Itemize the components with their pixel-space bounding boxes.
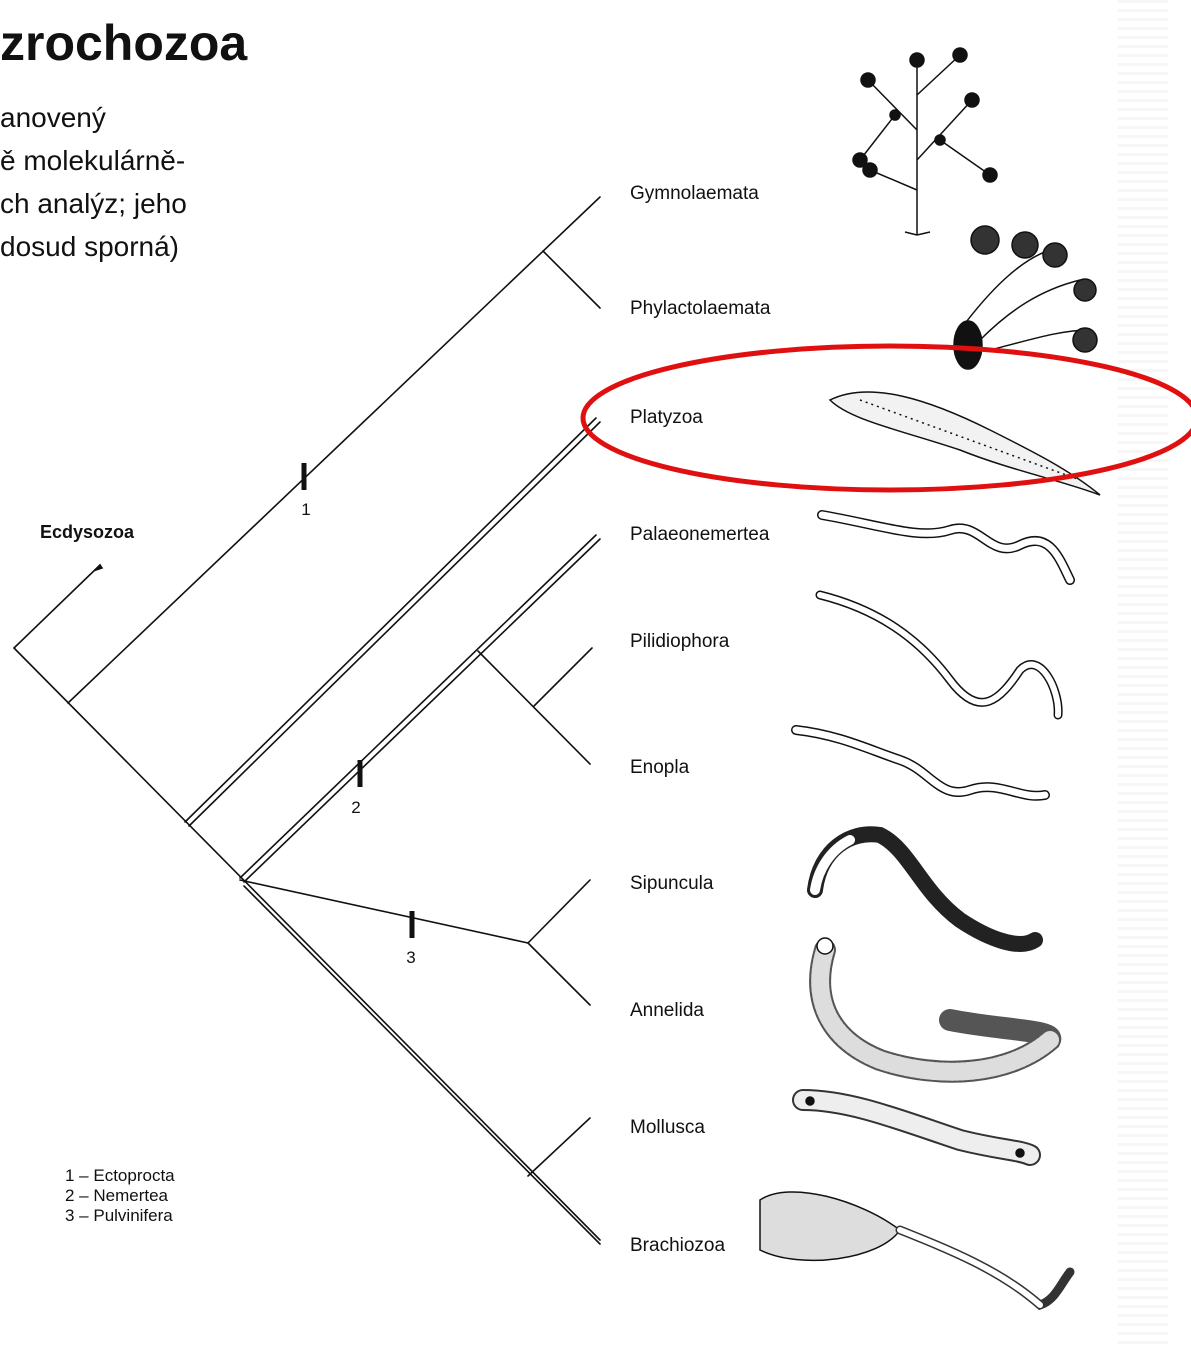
taxon-platyzoa: Platyzoa (630, 408, 703, 427)
legend-item: 1 – Ectoprocta (65, 1166, 175, 1186)
legend-item: 3 – Pulvinifera (65, 1206, 175, 1226)
taxon-annelida: Annelida (630, 1001, 704, 1020)
taxon-enopla: Enopla (630, 758, 689, 777)
taxon-sipuncula: Sipuncula (630, 874, 713, 893)
outgroup-label: Ecdysozoa (40, 522, 134, 543)
taxon-mollusca: Mollusca (630, 1118, 705, 1137)
clade-mark-3: 3 (406, 948, 415, 968)
taxon-gymnolaemata: Gymnolaemata (630, 184, 759, 203)
ribbon-worm-illustration (820, 595, 1058, 715)
taxon-pilidiophora: Pilidiophora (630, 632, 729, 651)
legend: 1 – Ectoprocta 2 – Nemertea 3 – Pulvinif… (65, 1166, 175, 1226)
legend-item: 2 – Nemertea (65, 1186, 175, 1206)
clade-mark-2: 2 (351, 798, 360, 818)
peanut-worm-illustration (815, 834, 1035, 944)
worm-mollusc-illustration (803, 1097, 1030, 1157)
clade-mark-1: 1 (301, 500, 310, 520)
bryozoan-colony-illustration (853, 48, 997, 235)
taxon-phylactolaemata: Phylactolaemata (630, 299, 770, 318)
brachiopod-illustration (760, 1192, 1070, 1305)
taxon-palaeonemertea: Palaeonemertea (630, 525, 769, 544)
segmented-worm-illustration (817, 938, 1050, 1072)
taxon-brachiozoa: Brachiozoa (630, 1236, 725, 1255)
